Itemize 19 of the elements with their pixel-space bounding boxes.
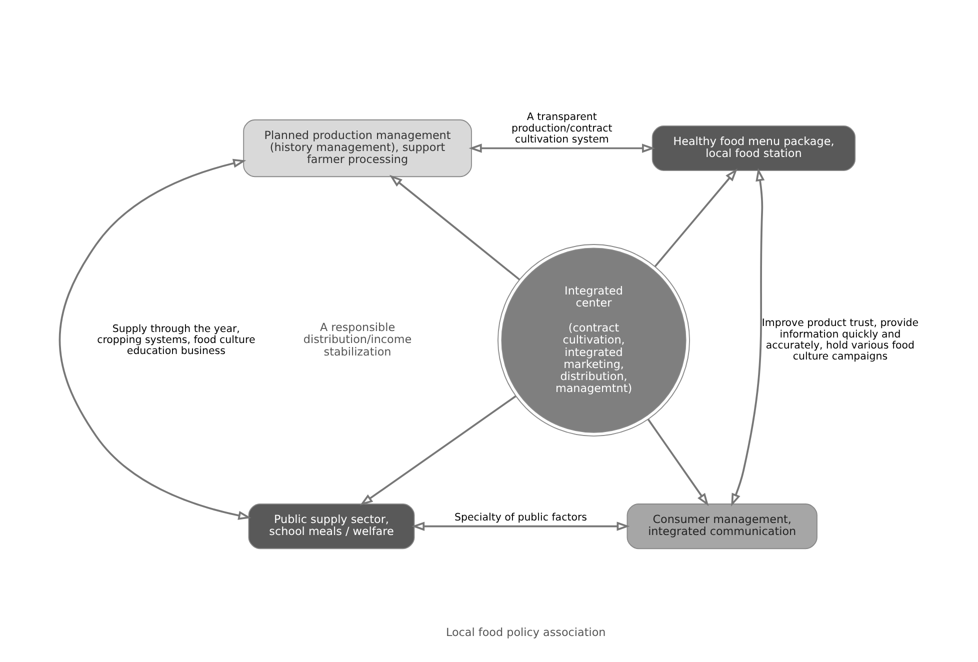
node-circle: Integrated center (contract cultivation, integrated marketing, distribution, managemtnt): [497, 244, 690, 437]
arrow: [58, 158, 251, 520]
arrow: [411, 522, 630, 531]
label: Local food policy association: [445, 626, 606, 640]
arrow: [654, 168, 737, 267]
node-box: Consumer management, integrated communication: [626, 504, 817, 550]
label: A responsible distribution/income stabilization: [302, 321, 412, 358]
edge-label: Improve product trust, provide information quickly and accurately, hold various food culture campaigns: [761, 318, 918, 363]
arrow: [468, 144, 655, 153]
arrow: [646, 418, 708, 506]
arrow: [388, 174, 520, 280]
edge-label: Specialty of public factors: [454, 512, 586, 524]
arrow: [359, 395, 516, 506]
node-box: Planned production management (history management), support farmer processing: [242, 119, 472, 178]
edge-label: A transparent production/contract cultivation system: [511, 112, 612, 146]
edge-label: Supply through the year, cropping systems, food culture education business: [96, 324, 255, 358]
node-box: Public supply sector, school meals / welfare: [248, 504, 414, 550]
node-box: Healthy food menu package, local food station: [651, 125, 856, 172]
arrow: [730, 168, 764, 507]
